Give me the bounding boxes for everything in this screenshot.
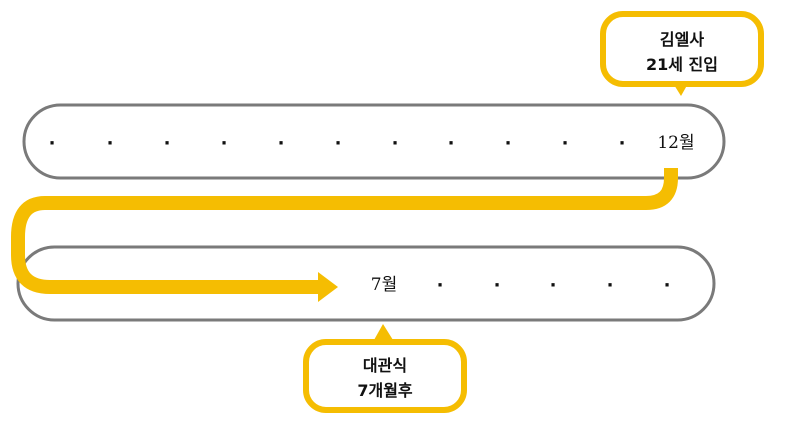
- callout-bottom-line2: 7개월후: [357, 381, 413, 400]
- timeline-dot: ·: [437, 275, 444, 296]
- timeline-dot: ·: [664, 275, 671, 296]
- connector-arrowhead-icon: [318, 272, 338, 302]
- callout-top-line2: 21세 진입: [646, 55, 718, 74]
- callout-bottom-line1: 대관식: [363, 356, 407, 375]
- month-label-december: 12월: [657, 133, 694, 153]
- callout-bottom-box: [303, 339, 467, 413]
- top-row-track: [22, 103, 726, 180]
- callout-top-line1: 김엘사: [660, 30, 704, 49]
- timeline-dot: ·: [278, 133, 285, 154]
- bottom-row-track: [16, 245, 716, 322]
- callout-top-box: [600, 11, 764, 87]
- timeline-dot: ·: [448, 133, 455, 154]
- timeline-dot: ·: [619, 133, 626, 154]
- bottom-row-dots: · · · · ·: [437, 275, 671, 296]
- connector-path: [11, 168, 678, 294]
- timeline-dot: ·: [392, 133, 399, 154]
- timeline-dot: ·: [221, 133, 228, 154]
- timeline-dot: ·: [335, 133, 342, 154]
- callout-top: 김엘사 21세 진입: [600, 11, 764, 96]
- callout-bottom-pointer: [374, 324, 393, 340]
- top-row-dots: · · · · · · · · · · ·: [49, 133, 626, 154]
- timeline-dot: ·: [49, 133, 56, 154]
- timeline-dot: ·: [562, 133, 569, 154]
- timeline-dot: ·: [550, 275, 557, 296]
- timeline-dot: ·: [107, 133, 114, 154]
- timeline-dot: ·: [494, 275, 501, 296]
- timeline-dot: ·: [505, 133, 512, 154]
- timeline-dot: ·: [607, 275, 614, 296]
- timeline-dot: ·: [164, 133, 171, 154]
- callout-bottom: 대관식 7개월후: [303, 324, 467, 413]
- month-label-july: 7월: [371, 275, 397, 295]
